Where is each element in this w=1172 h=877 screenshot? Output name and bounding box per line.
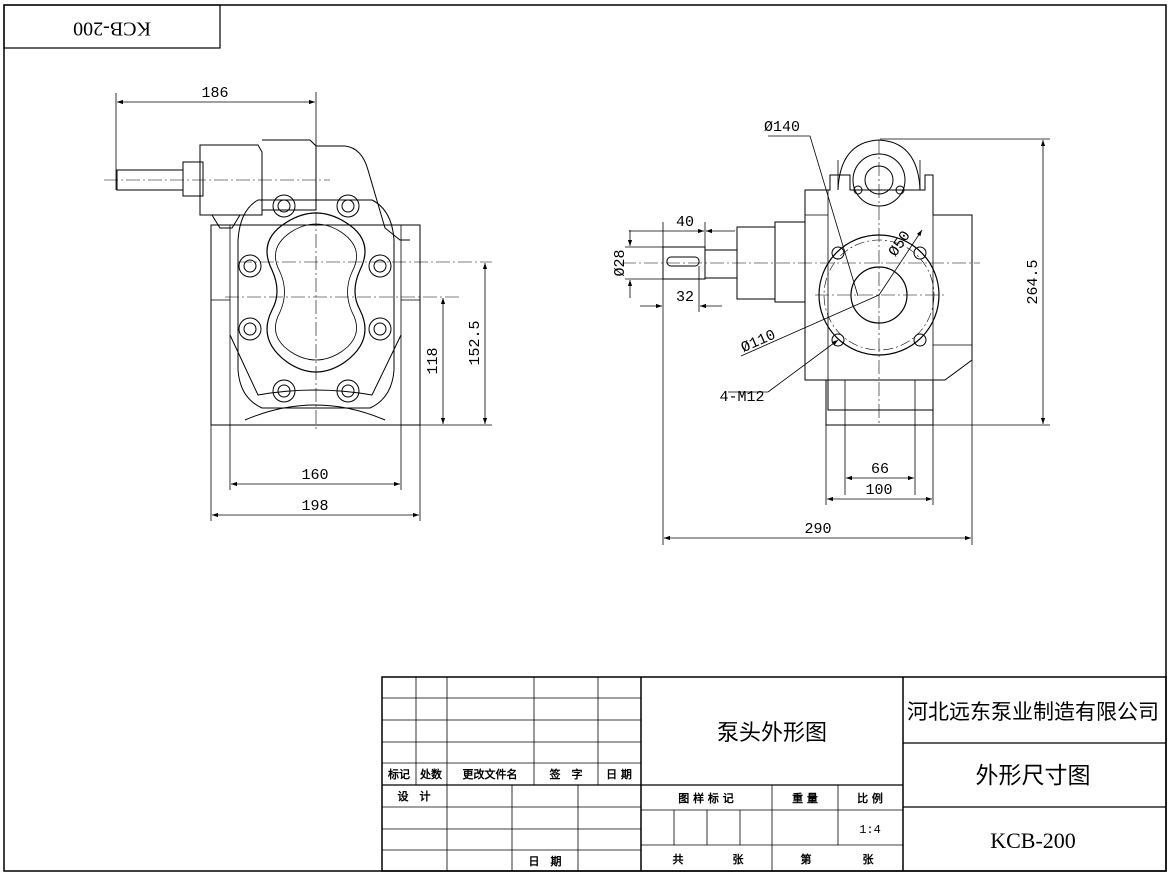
model-number: KCB-200 [990, 828, 1076, 853]
weight-label: 重 量 [792, 791, 818, 805]
dim-40: 40 [676, 214, 694, 231]
dim-66: 66 [871, 461, 889, 478]
dim-phi28: Ø28 [612, 249, 629, 276]
front-view-dimensions: 186 160 198 118 152.5 [201, 85, 484, 515]
dim-264-5: 264.5 [1025, 259, 1042, 304]
drawing-name: 泵头外形图 [717, 721, 827, 746]
rev-header-doc: 更改文件名 [463, 767, 518, 781]
dim-100: 100 [865, 482, 892, 499]
dim-186: 186 [201, 85, 228, 102]
dim-32: 32 [676, 289, 694, 306]
title-block [381, 676, 1167, 872]
dim-phi140: Ø140 [764, 119, 800, 136]
dim-290: 290 [804, 521, 831, 538]
scale-value: 1:4 [859, 823, 881, 837]
total-label: 共 [673, 852, 684, 866]
front-bolt-holes [238, 194, 392, 403]
dim-phi50: Ø50 [885, 228, 914, 260]
sample-mark-label: 图 样 标 记 [678, 791, 734, 805]
dim-118: 118 [425, 347, 442, 374]
date-label: 日 期 [529, 854, 562, 868]
sheets2-label: 张 [863, 852, 875, 866]
title-block-text: 标记 处数 更改文件名 签 字 日 期 设 计 日 期 泵头外形图 图 样 标 … [387, 700, 1159, 868]
corner-tag-text: KCB-200 [73, 17, 151, 39]
side-view-dimensions: Ø140 Ø50 40 Ø28 32 Ø110 4-M12 264.5 66 1… [612, 119, 1042, 538]
scale-label: 比 例 [857, 791, 883, 805]
rev-header-date: 日 期 [606, 767, 632, 781]
rev-header-mark: 标记 [387, 767, 410, 781]
dim-phi110: Ø110 [739, 327, 779, 357]
corner-tag: KCB-200 [3, 4, 221, 49]
dim-152-5: 152.5 [467, 320, 484, 365]
sheets-label: 张 [733, 852, 745, 866]
rev-header-sign: 签 字 [549, 767, 583, 781]
dim-4-m12: 4-M12 [719, 389, 764, 406]
sheet-no-label: 第 [801, 852, 812, 866]
dim-198: 198 [301, 498, 328, 515]
pump-side-view [622, 135, 1050, 545]
sheet-border [3, 4, 1167, 872]
dim-160: 160 [301, 467, 328, 484]
rev-header-count: 处数 [419, 767, 443, 781]
pump-front-view [104, 92, 492, 521]
drawing-title: 外形尺寸图 [976, 763, 1091, 789]
company-name: 河北远东泵业制造有限公司 [907, 700, 1159, 724]
design-label: 设 计 [398, 789, 431, 803]
